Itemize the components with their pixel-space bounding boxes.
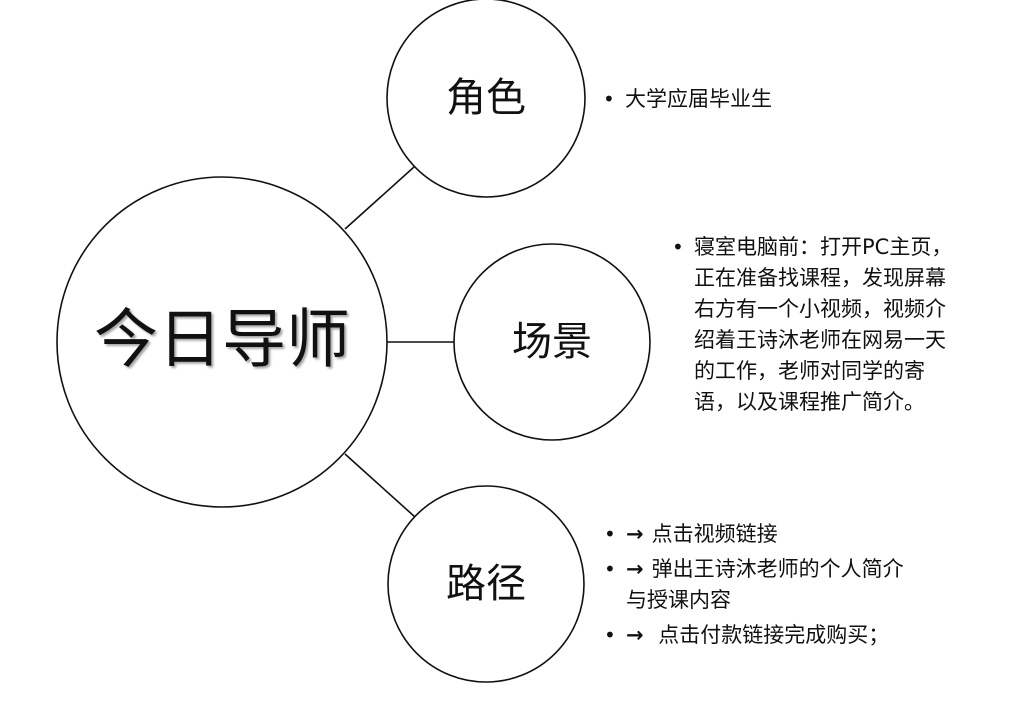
center-label: 今日导师 — [94, 304, 350, 378]
scene-circle — [453, 243, 651, 441]
path-bullet: →弹出王诗沐老师的个人简介与授课内容 — [604, 554, 904, 616]
center-circle — [56, 176, 388, 508]
arrow-right-icon: → — [626, 557, 644, 581]
path-bullet-list: →点击视频链接 →弹出王诗沐老师的个人简介与授课内容 → 点击付款链接完成购买； — [604, 519, 904, 655]
scene-label: 场景 — [512, 319, 592, 365]
role-circle — [386, 0, 586, 198]
role-bullet-list: 大学应届毕业生 — [603, 84, 863, 119]
role-bullet: 大学应届毕业生 — [603, 84, 863, 115]
connector-role — [344, 166, 415, 230]
path-bullet: → 点击付款链接完成购买； — [604, 620, 904, 651]
scene-bullet-list: 寝室电脑前：打开PC主页，正在准备找课程，发现屏幕右方有一个小视频，视频介绍着王… — [672, 232, 964, 422]
arrow-right-icon: → — [626, 623, 644, 647]
arrow-right-icon: → — [626, 522, 644, 546]
path-bullet: → 点击视频链接 — [604, 519, 904, 550]
scene-bullet: 寝室电脑前：打开PC主页，正在准备找课程，发现屏幕右方有一个小视频，视频介绍着王… — [672, 232, 964, 418]
role-label: 角色 — [446, 75, 526, 121]
path-bullet-text: 点击付款链接完成购买； — [651, 623, 890, 647]
path-bullet-text: 弹出王诗沐老师的个人简介与授课内容 — [626, 557, 904, 612]
connector-path — [344, 453, 416, 518]
path-bullet-text: 点击视频链接 — [651, 522, 778, 546]
path-label: 路径 — [446, 561, 526, 607]
path-circle — [387, 485, 585, 683]
